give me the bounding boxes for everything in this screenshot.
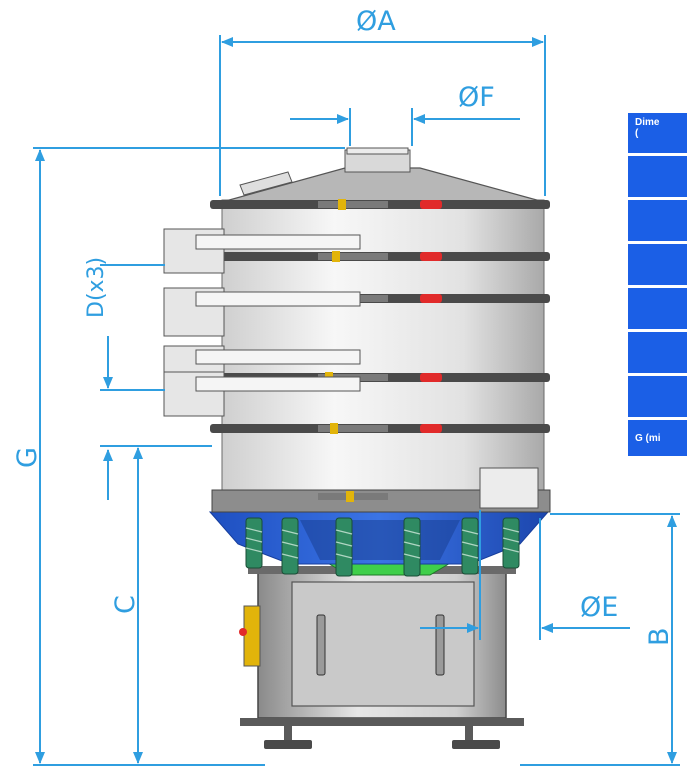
dimension-table-cell: [628, 156, 687, 197]
spring-coils: [245, 527, 520, 559]
panel-handle-left: [316, 614, 326, 676]
dimension-lines: [33, 35, 680, 766]
vibrating-sieve-machine: [163, 147, 551, 749]
dim-label-e: ØE: [580, 592, 618, 623]
bottom-frame: [211, 489, 551, 513]
dimension-table-row-g: G (mi: [628, 420, 687, 456]
junction-box-light: [239, 628, 247, 636]
dim-label-d: D(x3): [84, 257, 109, 318]
dim-label-f: ØF: [458, 82, 495, 113]
side-outlets: [163, 228, 361, 417]
blue-frame-shadow: [300, 520, 460, 560]
lid-hatch: [239, 171, 293, 196]
dimension-table-cell: [628, 200, 687, 241]
bottom-outlet: [479, 467, 539, 509]
foot-left: [264, 724, 312, 749]
dimension-table: Dime ( G (mi: [628, 110, 687, 459]
dimension-table-cell: [628, 288, 687, 329]
foot-right: [452, 724, 500, 749]
dimension-table-cell: [628, 376, 687, 417]
dimension-table-cell: [628, 244, 687, 285]
dim-label-a: ØA: [356, 6, 396, 37]
panel-handle-right: [435, 614, 445, 676]
dimension-table-cell: [628, 332, 687, 373]
junction-box: [243, 605, 261, 667]
inlet-cap: [346, 147, 409, 155]
dim-label-b: B: [644, 627, 675, 646]
dim-label-c: C: [110, 595, 141, 614]
dim-label-g: G: [12, 447, 43, 468]
base-bottom-ring: [240, 718, 524, 726]
dimension-table-header: Dime (: [628, 113, 687, 153]
